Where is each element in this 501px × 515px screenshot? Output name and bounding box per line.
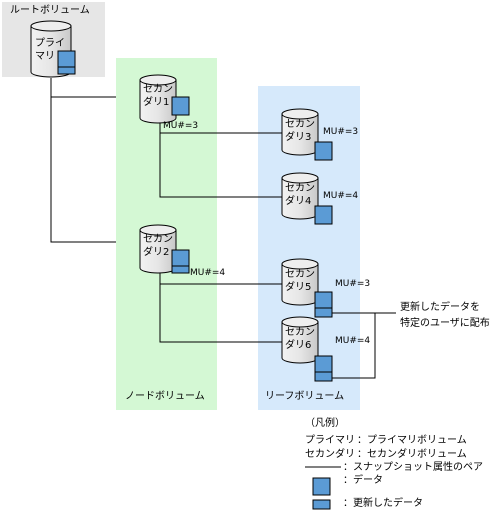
- data-block-sec3: [314, 141, 333, 161]
- mu-label-sec2-to-sec4: MU#=4: [190, 268, 226, 278]
- pair-line-primary-sec2: [50, 97, 116, 243]
- mu-label-sec1-to-sec3: MU#=3: [163, 121, 199, 131]
- updated-data-block-sec2: [171, 265, 190, 274]
- secondary4-label-line2: ダリ4: [285, 196, 312, 207]
- secondary3-volume-icon: [281, 108, 319, 156]
- data-block-sec2: [171, 249, 190, 267]
- leaf-volume-label: リーフボリューム: [265, 391, 345, 402]
- updated-data-block-sec6: [314, 371, 333, 382]
- secondary6-volume-icon: [281, 316, 319, 364]
- secondary3-label-line2: ダリ3: [285, 132, 312, 143]
- legend-term-primary: プライマリ: [305, 435, 355, 446]
- data-block-sec4: [314, 205, 333, 225]
- secondary1-label-line2: ダリ1: [143, 97, 170, 108]
- legend-term-secondary: セカンダリ: [305, 449, 355, 460]
- legend-desc-pair: ：スナップショット属性のペア: [343, 462, 483, 473]
- primary-volume-label-line2: マリ: [35, 51, 55, 62]
- distribution-note-line2: 特定のユーザに配布: [400, 318, 490, 329]
- root-volume-label: ルートボリューム: [10, 5, 90, 16]
- updated-data-block-sec5: [314, 307, 333, 318]
- pair-line-sec2-sec6: [159, 284, 283, 343]
- secondary2-label-line1: セカン: [143, 234, 173, 245]
- volume-cylinders: [30, 20, 319, 364]
- mu-label-sec5: MU#=3: [335, 279, 371, 289]
- mu-label-sec3: MU#=3: [323, 127, 359, 137]
- connector-lines: [50, 78, 396, 468]
- legend-updated-data-icon: [312, 499, 331, 510]
- secondary5-label-line2: ダリ5: [285, 282, 312, 293]
- secondary2-label-line2: ダリ2: [143, 247, 170, 258]
- data-block-sec6: [314, 355, 333, 373]
- distribution-note-line1: 更新したデータを: [400, 302, 480, 313]
- distribution-bracket: [327, 312, 376, 379]
- data-block-sec1: [171, 96, 190, 116]
- secondary3-label-line1: セカン: [285, 119, 315, 130]
- updated-data-block-primary: [57, 66, 76, 75]
- mu-label-sec6: MU#=4: [335, 336, 371, 346]
- legend-title: （凡例）: [305, 418, 345, 429]
- secondary4-label-line1: セカン: [285, 183, 315, 194]
- pair-line-primary-sec1: [50, 78, 116, 98]
- secondary6-label-line1: セカン: [285, 327, 315, 338]
- secondary1-label-line1: セカン: [143, 84, 173, 95]
- pair-line-sec1-sec4: [159, 133, 283, 198]
- secondary5-label-line1: セカン: [285, 269, 315, 280]
- node-volume-label: ノードボリューム: [125, 391, 205, 402]
- secondary2-volume-icon: [139, 224, 177, 274]
- primary-volume-label-line1: プライ: [35, 38, 65, 49]
- secondary4-volume-icon: [281, 172, 319, 220]
- secondary5-volume-icon: [281, 258, 319, 306]
- data-block-primary: [57, 50, 76, 68]
- legend-desc-secondary: ：セカンダリボリューム: [357, 449, 467, 460]
- legend-desc-primary: ：プライマリボリューム: [357, 435, 467, 446]
- secondary6-label-line2: ダリ6: [285, 340, 312, 351]
- legend-data-icon: [312, 477, 331, 496]
- secondary1-volume-icon: [139, 74, 177, 124]
- legend-desc-data: ：データ: [343, 475, 383, 486]
- data-block-sec5: [314, 291, 333, 309]
- mu-label-sec4: MU#=4: [323, 191, 359, 201]
- data-blocks: [57, 50, 333, 510]
- legend-desc-updated-data: ：更新したデータ: [343, 498, 423, 509]
